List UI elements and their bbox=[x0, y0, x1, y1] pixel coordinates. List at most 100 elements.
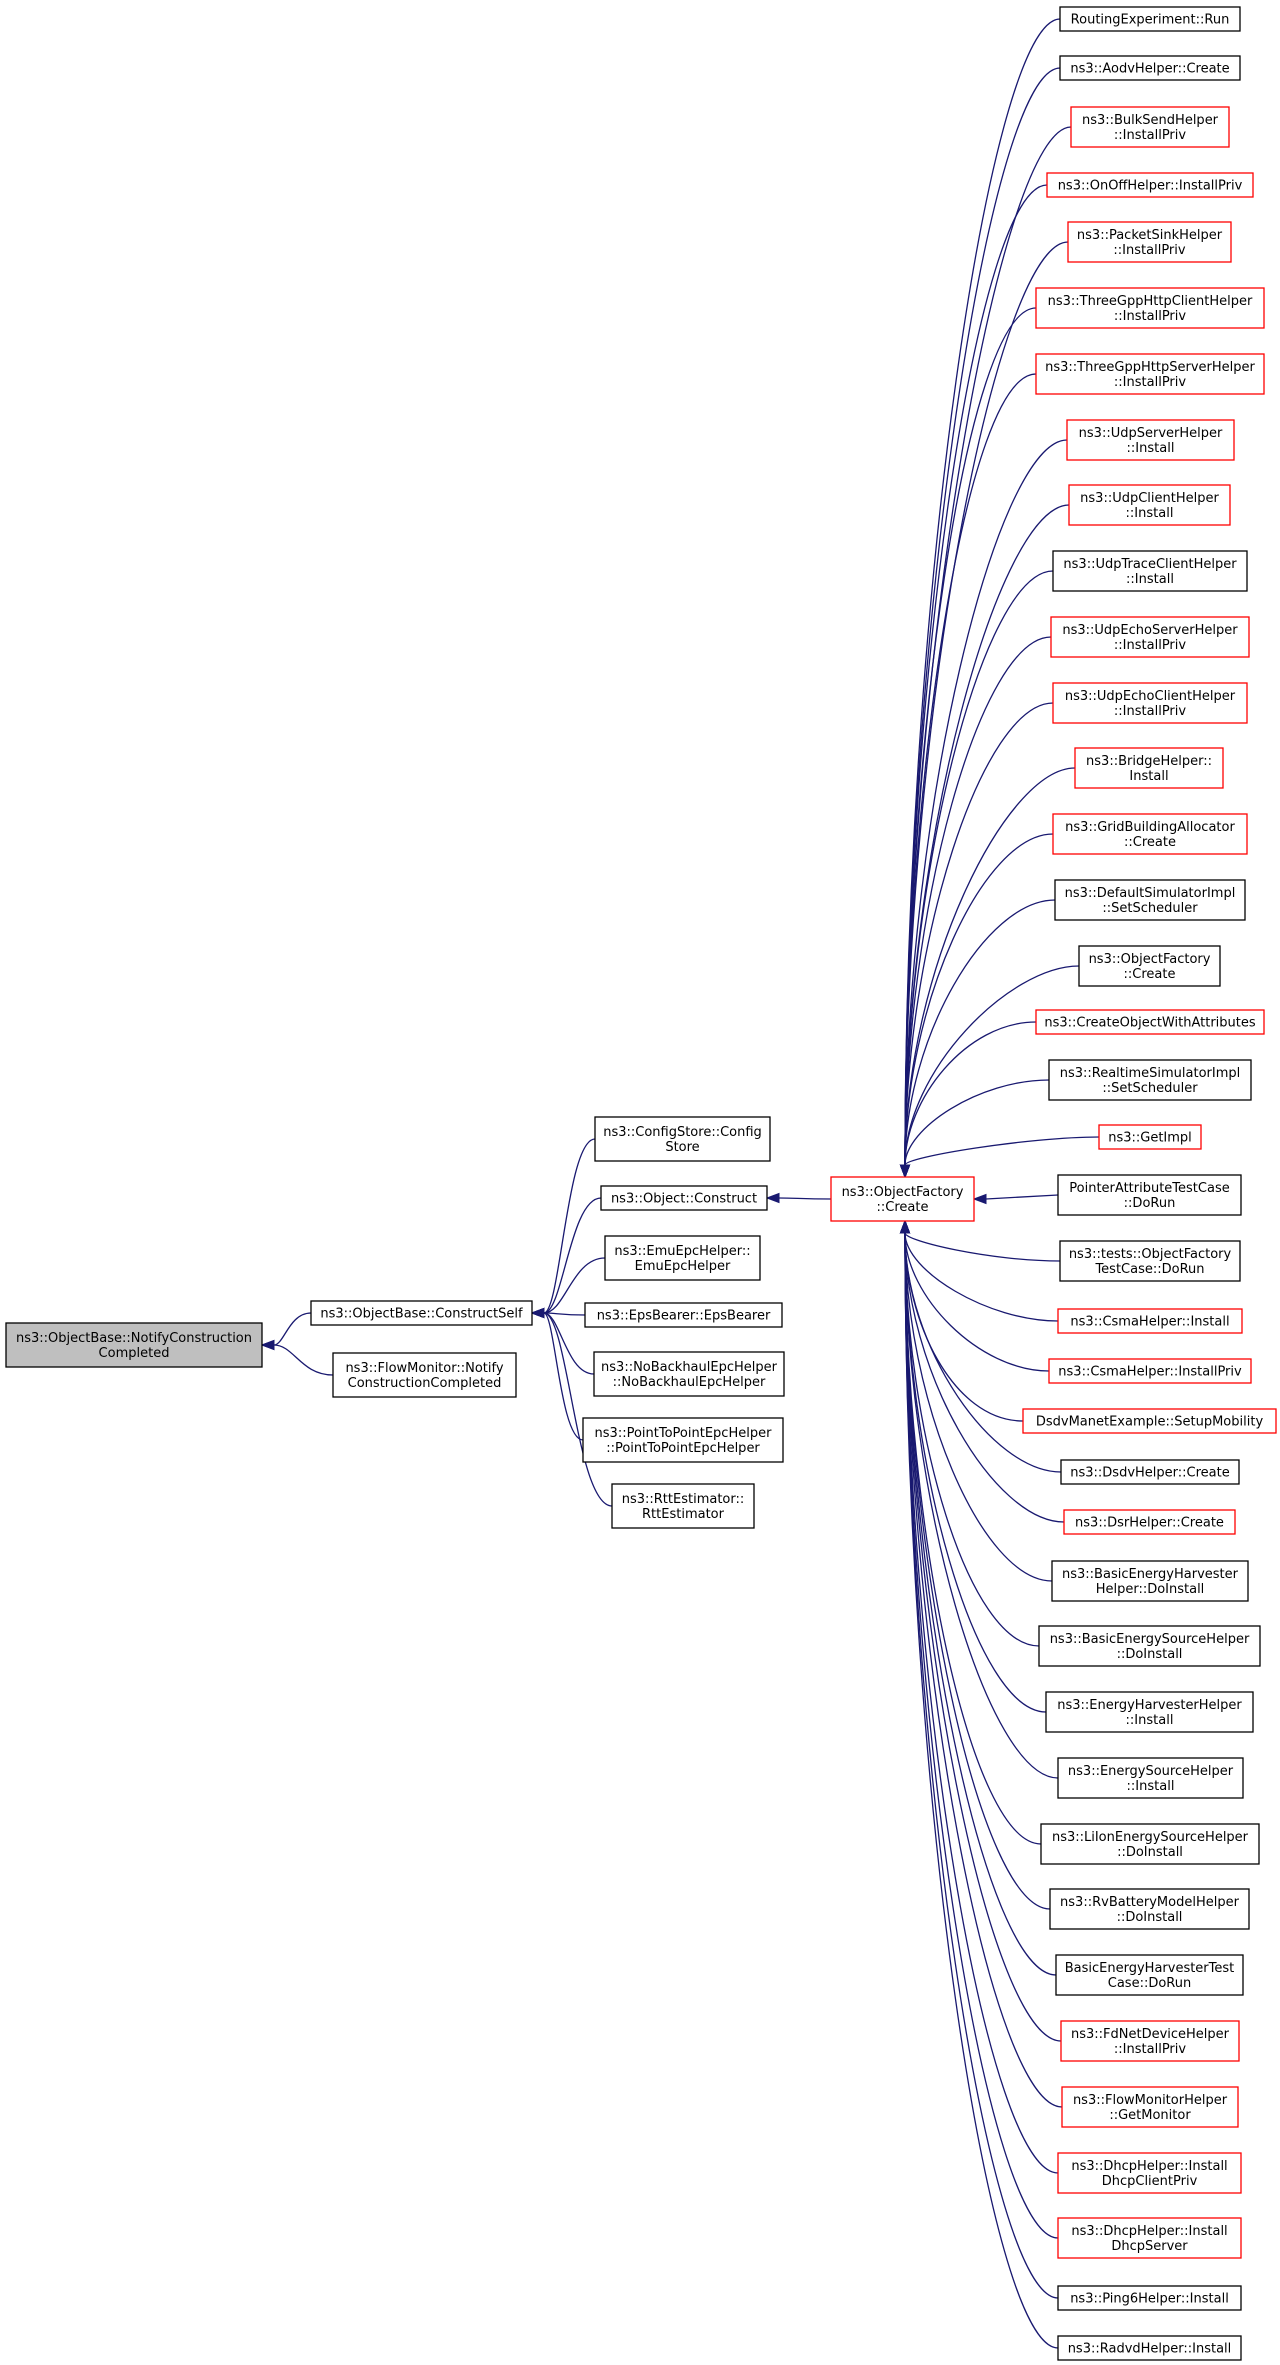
node-r20[interactable]: PointerAttributeTestCase::DoRun bbox=[1057, 1174, 1242, 1216]
node-r27[interactable]: ns3::BasicEnergyHarvesterHelper::DoInsta… bbox=[1051, 1560, 1249, 1602]
node-r11[interactable]: ns3::UdpEchoServerHelper::InstallPriv bbox=[1050, 616, 1250, 658]
edge-n_r13-to-n_objfactory_center bbox=[899, 767, 1076, 1179]
node-r34[interactable]: ns3::FdNetDeviceHelper::InstallPriv bbox=[1060, 2020, 1240, 2062]
node-r02[interactable]: ns3::AodvHelper::Create bbox=[1059, 55, 1241, 81]
edge-line bbox=[904, 439, 1068, 1166]
node-r01[interactable]: RoutingExperiment::Run bbox=[1059, 6, 1241, 32]
edge-line bbox=[904, 1021, 1037, 1166]
node-configstore[interactable]: ns3::ConfigStore::ConfigStore bbox=[594, 1116, 771, 1162]
node-label-line: ns3::ObjectBase::NotifyConstruction bbox=[16, 1331, 252, 1346]
node-objfactory-center[interactable]: ns3::ObjectFactory::Create bbox=[830, 1176, 975, 1222]
node-rtt[interactable]: ns3::RttEstimator::RttEstimator bbox=[611, 1483, 755, 1529]
node-label-line: ns3::BasicEnergySourceHelper bbox=[1050, 1632, 1250, 1647]
node-object-construct[interactable]: ns3::Object::Construct bbox=[600, 1185, 768, 1211]
node-r12[interactable]: ns3::UdpEchoClientHelper::InstallPriv bbox=[1052, 682, 1248, 724]
node-r24[interactable]: DsdvManetExample::SetupMobility bbox=[1022, 1408, 1277, 1434]
node-label-line: ns3::tests::ObjectFactory bbox=[1069, 1247, 1232, 1262]
node-label-line: ns3::EnergyHarvesterHelper bbox=[1057, 1698, 1242, 1713]
node-label-line: ::InstallPriv bbox=[1114, 128, 1186, 143]
node-r39[interactable]: ns3::RadvdHelper::Install bbox=[1057, 2335, 1242, 2361]
node-box bbox=[1052, 682, 1248, 724]
node-r14[interactable]: ns3::GridBuildingAllocator::Create bbox=[1052, 813, 1248, 855]
node-emuepc[interactable]: ns3::EmuEpcHelper::EmuEpcHelper bbox=[604, 1235, 761, 1281]
node-r19[interactable]: ns3::GetImpl bbox=[1098, 1124, 1202, 1150]
node-label-line: ::Install bbox=[1126, 572, 1174, 587]
node-box bbox=[593, 1351, 785, 1397]
node-box bbox=[1045, 1691, 1254, 1733]
node-nobackhaul[interactable]: ns3::NoBackhaulEpcHelper::NoBackhaulEpcH… bbox=[593, 1351, 785, 1397]
node-label-line: ::DoInstall bbox=[1117, 1845, 1183, 1860]
node-label-line: ::NoBackhaulEpcHelper bbox=[613, 1375, 766, 1390]
edge-n_r39-to-n_objfactory_center bbox=[899, 1219, 1059, 2349]
node-label-line: ns3::UdpEchoServerHelper bbox=[1062, 623, 1238, 638]
edge-line bbox=[904, 67, 1061, 1166]
edge-line bbox=[904, 1232, 1040, 1647]
node-layer: ns3::ObjectBase::NotifyConstructionCompl… bbox=[5, 6, 1277, 2361]
node-r17[interactable]: ns3::CreateObjectWithAttributes bbox=[1035, 1009, 1265, 1035]
node-r38[interactable]: ns3::Ping6Helper::Install bbox=[1057, 2285, 1242, 2311]
node-box bbox=[1035, 353, 1265, 395]
node-r13[interactable]: ns3::BridgeHelper::Install bbox=[1074, 747, 1224, 789]
node-box bbox=[1067, 221, 1232, 263]
node-r18[interactable]: ns3::RealtimeSimulatorImpl::SetScheduler bbox=[1048, 1059, 1252, 1101]
node-label-line: ns3::RvBatteryModelHelper bbox=[1060, 1895, 1240, 1910]
node-label-line: ns3::EnergySourceHelper bbox=[1068, 1764, 1234, 1779]
node-r07[interactable]: ns3::ThreeGppHttpServerHelper::InstallPr… bbox=[1035, 353, 1265, 395]
node-box bbox=[1050, 616, 1250, 658]
node-r29[interactable]: ns3::EnergyHarvesterHelper::Install bbox=[1045, 1691, 1254, 1733]
node-r31[interactable]: ns3::LiIonEnergySourceHelper::DoInstall bbox=[1040, 1823, 1260, 1865]
edge-line bbox=[904, 1232, 1050, 1372]
node-r10[interactable]: ns3::UdpTraceClientHelper::Install bbox=[1052, 550, 1248, 592]
node-label-line: ns3::BulkSendHelper bbox=[1082, 113, 1219, 128]
node-label-line: ::DoInstall bbox=[1117, 1910, 1183, 1925]
node-r05[interactable]: ns3::PacketSinkHelper::InstallPriv bbox=[1067, 221, 1232, 263]
node-r09[interactable]: ns3::UdpClientHelper::Install bbox=[1068, 484, 1231, 526]
node-label-line: ns3::Ping6Helper::Install bbox=[1070, 2292, 1229, 2307]
node-label-line: ns3::EpsBearer::EpsBearer bbox=[597, 1309, 771, 1324]
node-constructself[interactable]: ns3::ObjectBase::ConstructSelf bbox=[310, 1300, 533, 1326]
edge-line bbox=[904, 1232, 1059, 2349]
node-notify[interactable]: ns3::ObjectBase::NotifyConstructionCompl… bbox=[5, 1322, 263, 1368]
node-epsbearer[interactable]: ns3::EpsBearer::EpsBearer bbox=[584, 1302, 783, 1328]
node-r28[interactable]: ns3::BasicEnergySourceHelper::DoInstall bbox=[1038, 1625, 1261, 1667]
edge-n_r20-to-n_objfactory_center bbox=[972, 1193, 1059, 1205]
edge-line bbox=[904, 1232, 1059, 1322]
edge-line bbox=[273, 1312, 312, 1346]
node-label-line: ns3::DefaultSimulatorImpl bbox=[1065, 886, 1236, 901]
node-r16[interactable]: ns3::ObjectFactory::Create bbox=[1078, 945, 1221, 987]
node-r22[interactable]: ns3::CsmaHelper::Install bbox=[1057, 1308, 1243, 1334]
arrow-head bbox=[260, 1339, 275, 1351]
edge-n_configstore-to-n_constructself bbox=[530, 1138, 596, 1319]
edge-line bbox=[904, 1232, 1063, 2108]
node-label-line: ns3::ConfigStore::Config bbox=[603, 1125, 762, 1140]
node-box bbox=[594, 1116, 771, 1162]
node-r32[interactable]: ns3::RvBatteryModelHelper::DoInstall bbox=[1049, 1888, 1250, 1930]
node-r26[interactable]: ns3::DsrHelper::Create bbox=[1063, 1509, 1236, 1535]
node-r15[interactable]: ns3::DefaultSimulatorImpl::SetScheduler bbox=[1054, 879, 1246, 921]
node-r03[interactable]: ns3::BulkSendHelper::InstallPriv bbox=[1070, 106, 1230, 148]
node-label-line: ::InstallPriv bbox=[1114, 375, 1186, 390]
node-box bbox=[1048, 1059, 1252, 1101]
edge-n_r26-to-n_objfactory_center bbox=[899, 1219, 1065, 1523]
node-label-line: ns3::Object::Construct bbox=[611, 1192, 757, 1207]
node-r25[interactable]: ns3::DsdvHelper::Create bbox=[1060, 1459, 1240, 1485]
node-r04[interactable]: ns3::OnOffHelper::InstallPriv bbox=[1046, 172, 1254, 198]
node-box bbox=[1059, 1240, 1241, 1282]
node-r30[interactable]: ns3::EnergySourceHelper::Install bbox=[1057, 1757, 1244, 1799]
node-flowmonitor-notify[interactable]: ns3::FlowMonitor::NotifyConstructionComp… bbox=[332, 1352, 517, 1398]
node-r08[interactable]: ns3::UdpServerHelper::Install bbox=[1066, 419, 1235, 461]
node-box bbox=[1070, 106, 1230, 148]
arrow-head bbox=[899, 1219, 911, 1234]
node-r35[interactable]: ns3::FlowMonitorHelper::GetMonitor bbox=[1061, 2086, 1239, 2128]
node-r23[interactable]: ns3::CsmaHelper::InstallPriv bbox=[1048, 1358, 1252, 1384]
node-r06[interactable]: ns3::ThreeGppHttpClientHelper::InstallPr… bbox=[1035, 287, 1265, 329]
edge-line bbox=[904, 1232, 1059, 1779]
edge-n_objfactory_center-to-n_object_construct bbox=[765, 1192, 832, 1204]
node-p2pepc[interactable]: ns3::PointToPointEpcHelper::PointToPoint… bbox=[582, 1417, 784, 1463]
node-label-line: ns3::ThreeGppHttpClientHelper bbox=[1048, 294, 1253, 309]
node-label-line: PointerAttributeTestCase bbox=[1069, 1181, 1229, 1196]
